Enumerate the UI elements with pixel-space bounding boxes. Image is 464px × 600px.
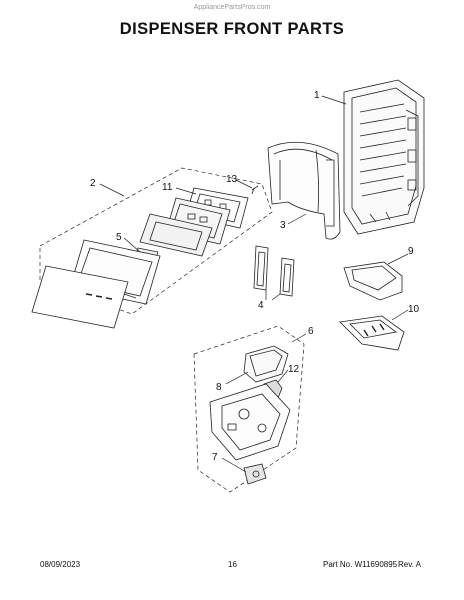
footer-revision: Rev. A	[398, 560, 421, 569]
callout-5: 5	[116, 232, 122, 243]
control-board-part	[139, 213, 213, 257]
callout-11: 11	[162, 182, 173, 193]
callout-4: 4	[258, 300, 264, 311]
callout-6: 6	[308, 326, 314, 337]
footer-date: 08/09/2023	[40, 560, 81, 569]
callout-3: 3	[280, 220, 286, 231]
front-lens-part	[31, 265, 129, 329]
screw-part	[251, 185, 259, 195]
liner-cover-part	[267, 141, 341, 240]
pad-left-part	[253, 245, 269, 291]
callout-2: 2	[90, 178, 96, 189]
callout-1: 1	[314, 90, 320, 101]
control-panel-assembly-outline	[39, 167, 273, 315]
pad-right-part	[279, 257, 295, 297]
footer-page-number: 16	[228, 560, 237, 569]
solenoid-part	[243, 463, 267, 485]
paddle-cup-part	[243, 345, 289, 383]
dispenser-housing-part	[343, 79, 425, 235]
callout-10: 10	[408, 304, 420, 315]
page-title: DISPENSER FRONT PARTS	[119, 20, 345, 38]
drip-tray-part	[343, 261, 403, 301]
callout-13: 13	[226, 174, 238, 185]
callout-12: 12	[288, 364, 300, 375]
actuator-housing-part	[209, 383, 291, 461]
actuator-assembly-outline	[193, 325, 305, 493]
footer-part-number: Part No. W11690895	[323, 560, 398, 569]
watermark: AppliancePartsPros.com	[193, 4, 271, 11]
callout-9: 9	[408, 246, 414, 257]
leader-lines	[99, 95, 409, 473]
callout-8: 8	[216, 382, 222, 393]
tray-grille-part	[339, 315, 405, 351]
callout-7: 7	[212, 452, 218, 463]
